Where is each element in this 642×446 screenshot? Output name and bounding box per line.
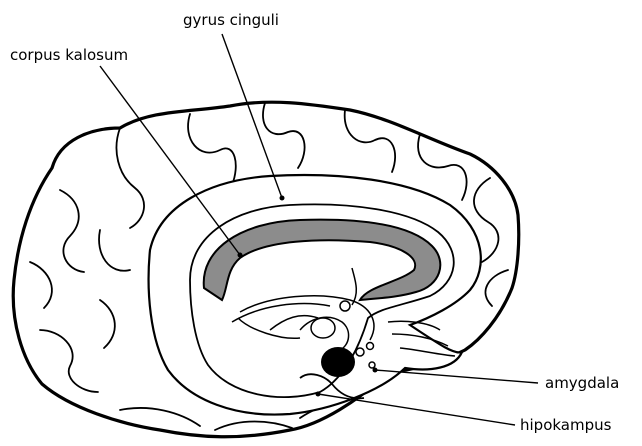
leader-dot-hipokampus bbox=[316, 392, 321, 397]
label-amygdala: amygdala bbox=[545, 374, 619, 392]
mammillary-node bbox=[340, 301, 350, 311]
leader-amygdala bbox=[375, 370, 538, 383]
label-corpus-kalosum: corpus kalosum bbox=[10, 46, 128, 64]
label-gyrus-cinguli: gyrus cinguli bbox=[183, 11, 279, 29]
thalamus-node bbox=[311, 318, 335, 338]
leader-dot-corpus-kalosum bbox=[238, 253, 243, 258]
small-node-b bbox=[367, 343, 374, 350]
leader-dot-gyrus-cinguli bbox=[280, 196, 285, 201]
small-node-c bbox=[369, 362, 375, 368]
leader-hipokampus bbox=[318, 394, 515, 425]
small-node-a bbox=[356, 348, 364, 356]
amygdala-shape bbox=[321, 347, 355, 377]
label-hipokampus: hipokampus bbox=[520, 416, 612, 434]
leader-dot-amygdala bbox=[373, 368, 378, 373]
